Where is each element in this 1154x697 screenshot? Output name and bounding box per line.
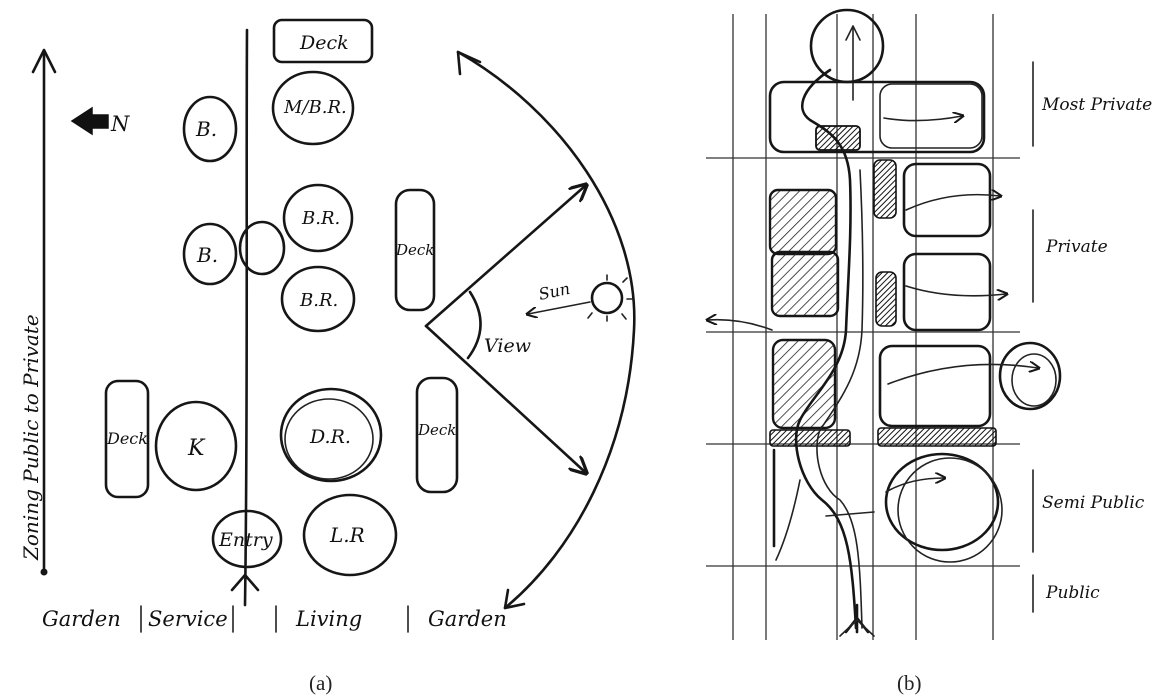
side-path [776,480,800,560]
zone-most-private-label: Most Private [1041,95,1152,115]
hatch-strip-left [770,430,850,446]
grid-vertical-lines [733,14,993,640]
bath-1-label: B. [195,117,217,141]
sun-path-arc [458,52,634,608]
view-angle-arc [468,292,481,358]
panel-b-zoning-grid: Most Private Private Semi Public Public … [706,10,1152,695]
private-hatch-2 [876,272,896,326]
view-arrow-up [426,186,585,326]
kitchen-label: K [187,436,206,461]
deck-left-label: Deck [106,429,148,448]
entry-fork-icon [840,605,874,636]
deck-top-label: Deck [299,32,349,54]
sun-ray-arrow [528,302,590,314]
living-block [880,346,990,426]
hatch-strip-right [878,428,996,446]
zone-public-label: Public [1045,583,1100,603]
private-service-room-2 [772,252,838,316]
garden-circle-right-inner [1012,354,1056,406]
garden-left-label: Garden [42,607,121,631]
panel-a-bubble-diagram: Zoning Public to Private N Deck M/B.R. B… [19,20,634,695]
sun-icon [588,275,632,321]
west-exit-arrow [708,320,772,330]
zone-semi-public-label: Semi Public [1042,493,1145,513]
entry-label: Entry [218,529,273,551]
garden-circle-right [1000,343,1060,409]
private-room-1-arrow [906,195,1000,210]
grid-horizontal-lines [706,158,1020,566]
caption-a: (a) [309,671,332,695]
circulation-spine-line [245,30,247,605]
north-label: N [110,112,130,136]
view-label: View [484,335,531,357]
private-service-room-1 [770,190,836,254]
zoning-axis-origin-dot [41,569,48,576]
bedroom-2-label: B.R. [299,290,338,311]
private-room-2 [904,254,990,330]
living-room-label: L.R [329,523,365,547]
most-private-suite [880,84,982,148]
deck-lower-right-label: Deck [417,421,456,439]
sun-label: Sun [537,279,572,304]
service-label: Service [148,607,228,631]
living-label: Living [295,607,362,631]
private-hatch-1 [874,160,896,218]
zoning-axis-label: Zoning Public to Private [19,314,43,561]
zone-private-label: Private [1045,237,1108,257]
semi-public-arrow [886,478,944,492]
bath-2-label: B. [196,243,218,267]
semi-public-circle-overlay [898,458,1002,562]
most-private-arrow [884,116,962,121]
caption-b: (b) [897,671,922,695]
bedroom-1-label: B.R. [301,208,340,229]
deck-right-label: Deck [395,241,434,259]
master-bedroom-label: M/B.R. [283,97,347,118]
private-room-1 [904,164,990,236]
garden-right-label: Garden [428,607,507,631]
top-private-circle [811,10,883,82]
north-arrow-icon [72,108,108,134]
dining-room-label: D.R. [309,426,351,448]
